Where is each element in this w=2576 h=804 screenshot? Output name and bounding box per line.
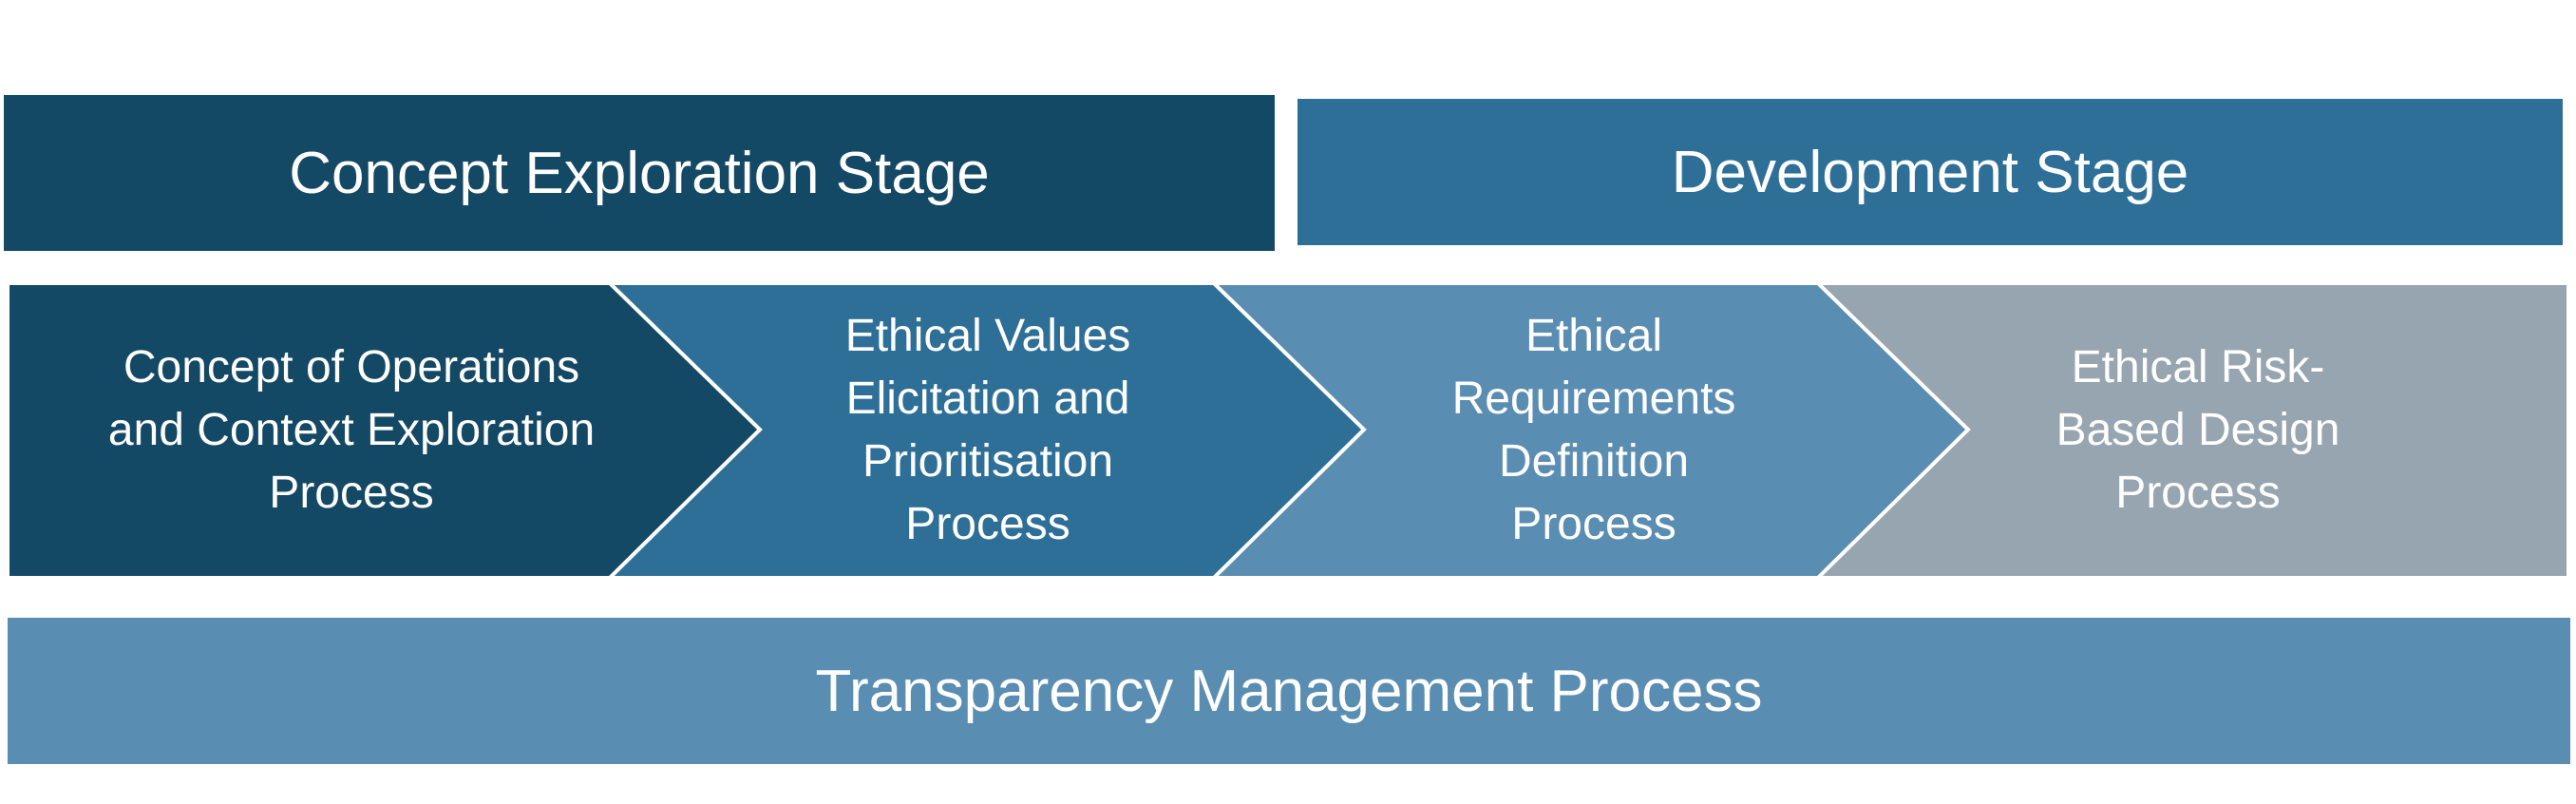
transparency-management-label: Transparency Management Process (815, 658, 1763, 724)
process-label-ethical-requirements: Ethical Requirements Definition Process (1451, 311, 1736, 549)
process-label-ethical-values: Ethical Values Elicitation and Prioritis… (844, 311, 1131, 549)
development-stage-label: Development Stage (1671, 139, 2189, 205)
transparency-management-bar: Transparency Management Process (8, 618, 2570, 764)
process-label-concept-of-operations: Concept of Operations and Context Explor… (107, 342, 596, 518)
concept-exploration-stage-header: Concept Exploration Stage (4, 95, 1275, 251)
process-label-ethical-risk-design: Ethical Risk- Based Design Process (2055, 342, 2340, 518)
development-stage-header: Development Stage (1297, 99, 2563, 245)
concept-exploration-stage-label: Concept Exploration Stage (289, 140, 990, 206)
process-chevron-ethical-risk-design (1813, 281, 2570, 580)
